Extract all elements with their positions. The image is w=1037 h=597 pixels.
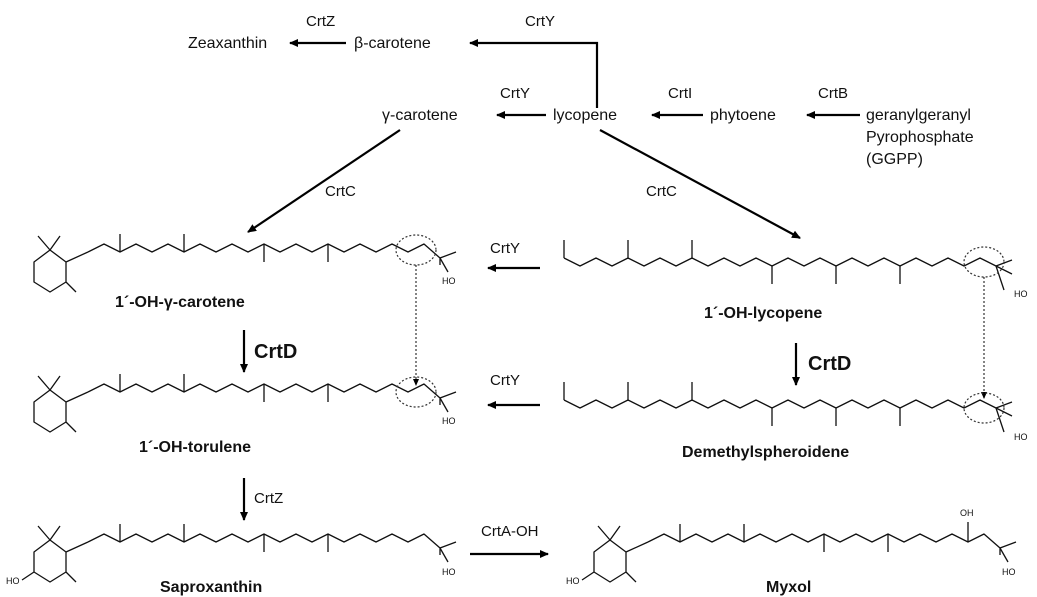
structure-oh-torulene: HO: [33, 374, 457, 433]
ho-group-5a: HO: [6, 576, 20, 586]
structure-oh-lycopene: HO: [563, 240, 1028, 399]
phytoene-label: phytoene: [710, 107, 776, 124]
enzyme-crtz-bottom: CrtZ: [254, 490, 283, 507]
ho-group-2: HO: [1014, 289, 1028, 299]
enzyme-crtc-left: CrtC: [325, 183, 356, 200]
enzyme-crty-gamma: CrtY: [500, 85, 530, 102]
ggpp-label-line1: geranylgeranyl: [866, 107, 971, 124]
ho-group-5b: HO: [442, 567, 456, 577]
enzyme-crta-oh: CrtA-OH: [481, 523, 539, 540]
enzyme-crtd-right: CrtD: [808, 353, 851, 375]
oh-gamma-carotene-label: 1´-OH-γ-carotene: [115, 294, 245, 311]
enzyme-crty-mid2: CrtY: [490, 372, 520, 389]
saproxanthin-label: Saproxanthin: [160, 579, 262, 596]
structure-saproxanthin: HO HO: [6, 524, 457, 586]
ho-group-4: HO: [1014, 432, 1028, 442]
enzyme-crty-mid1: CrtY: [490, 240, 520, 257]
enzyme-crtd-left: CrtD: [254, 341, 297, 363]
ho-group-1: HO: [442, 276, 456, 286]
lycopene-label: lycopene: [553, 107, 617, 124]
ho-group-6b: HO: [1002, 567, 1016, 577]
oh-torulene-label: 1´-OH-torulene: [139, 439, 251, 456]
enzyme-crtb: CrtB: [818, 85, 848, 102]
ho-group-3: HO: [442, 416, 456, 426]
oh-lycopene-label: 1´-OH-lycopene: [704, 305, 822, 322]
arrow-gamma-to-oh-gamma: [247, 129, 401, 233]
structure-demethylspheroidene: HO: [563, 382, 1028, 442]
ggpp-label-line3: (GGPP): [866, 151, 923, 168]
myxol-label: Myxol: [766, 579, 811, 596]
enzyme-crtz-top: CrtZ: [306, 13, 335, 30]
demethylspheroidene-label: Demethylspheroidene: [682, 444, 849, 461]
structure-oh-gamma-carotene: HO: [33, 234, 457, 386]
structure-myxol: HO OH HO: [566, 508, 1017, 586]
gamma-carotene-label: γ-carotene: [382, 107, 458, 124]
ggpp-label-line2: Pyrophosphate: [866, 129, 974, 146]
beta-carotene-label: β-carotene: [354, 35, 431, 52]
enzyme-crtc-right: CrtC: [646, 183, 677, 200]
oh-group-6: OH: [960, 508, 974, 518]
arrow-lycopene-to-beta: [469, 39, 599, 108]
enzyme-crty-top: CrtY: [525, 13, 555, 30]
enzyme-crti: CrtI: [668, 85, 692, 102]
zeaxanthin-label: Zeaxanthin: [188, 35, 267, 52]
ho-group-6a: HO: [566, 576, 580, 586]
arrow-lycopene-to-oh-lycopene: [599, 129, 801, 239]
